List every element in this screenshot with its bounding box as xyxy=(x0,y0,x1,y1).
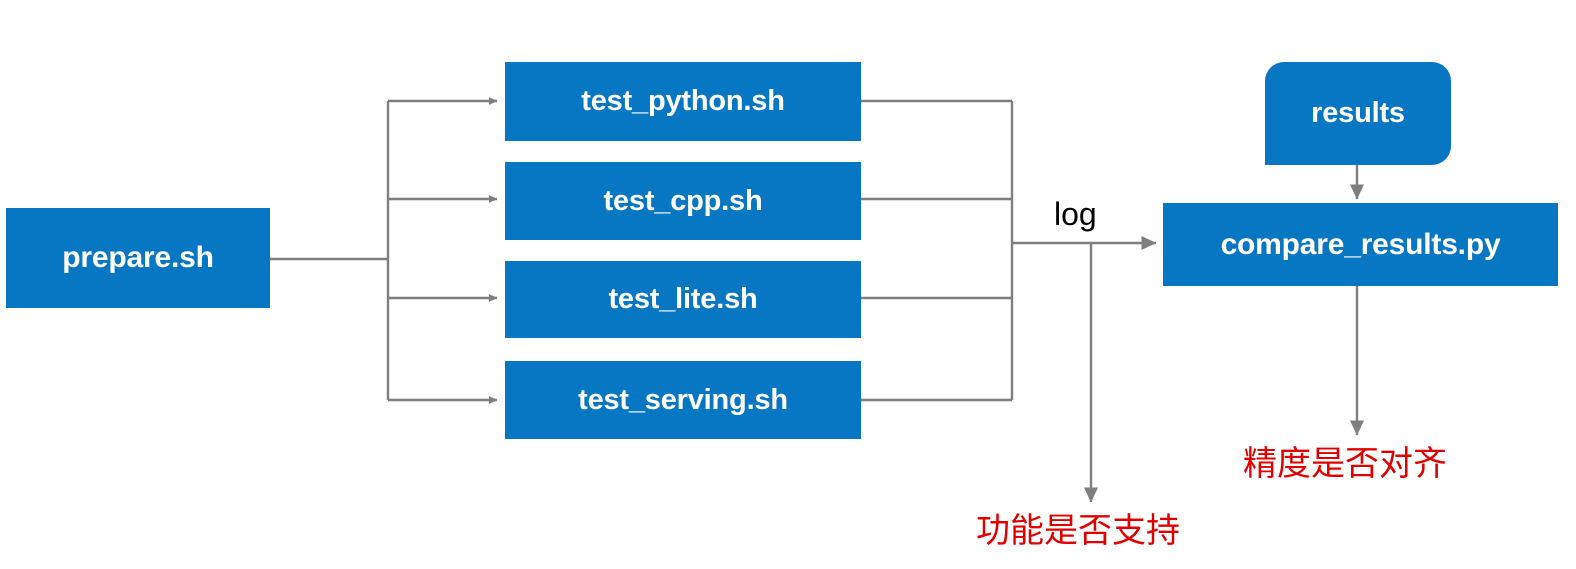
edge-label-log: log xyxy=(1054,196,1097,232)
node-test-serving-sh-label: test_serving.sh xyxy=(578,383,788,416)
note-precision-aligned: 精度是否对齐 xyxy=(1243,444,1447,484)
note-function-supported: 功能是否支持 xyxy=(976,511,1180,551)
node-test-lite-sh[interactable]: test_lite.sh xyxy=(505,261,861,338)
node-test-lite-sh-label: test_lite.sh xyxy=(608,283,758,316)
node-compare-results-py[interactable]: compare_results.py xyxy=(1163,203,1558,286)
node-test-cpp-sh-label: test_cpp.sh xyxy=(603,184,763,217)
node-test-cpp-sh[interactable]: test_cpp.sh xyxy=(505,162,861,240)
node-results[interactable]: results xyxy=(1265,62,1451,165)
node-compare-results-py-label: compare_results.py xyxy=(1220,227,1501,261)
node-results-label: results xyxy=(1311,97,1405,130)
node-test-python-sh-label: test_python.sh xyxy=(581,85,785,118)
node-test-serving-sh[interactable]: test_serving.sh xyxy=(505,361,861,439)
node-prepare-sh-label: prepare.sh xyxy=(62,241,214,275)
node-prepare-sh[interactable]: prepare.sh xyxy=(6,208,270,308)
node-test-python-sh[interactable]: test_python.sh xyxy=(505,62,861,141)
